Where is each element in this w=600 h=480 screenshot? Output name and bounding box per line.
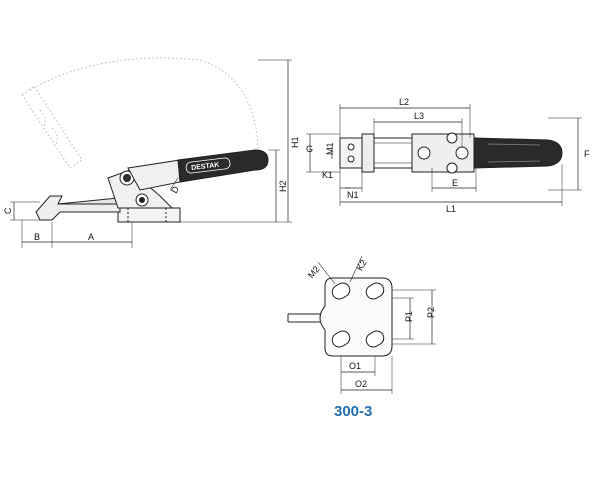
label-h2: H2 xyxy=(278,180,288,192)
label-p1: P1 xyxy=(404,311,414,322)
handle-ghost-grip xyxy=(39,109,58,145)
lock-knob-inner xyxy=(123,174,131,182)
grip-ridge-1 xyxy=(487,143,541,146)
pivot-pin-inner xyxy=(139,197,145,203)
handle-swing-arc xyxy=(29,57,259,161)
base-plate xyxy=(117,207,181,223)
pin-left xyxy=(417,146,431,160)
base-view xyxy=(287,255,436,394)
pin-bottom xyxy=(446,162,458,174)
dim-leader-m2 xyxy=(317,261,336,285)
top-view xyxy=(306,104,582,206)
label-l3: L3 xyxy=(414,111,424,121)
slot-bottom-left xyxy=(331,330,351,348)
side-view-labels: H1 H2 C B A D xyxy=(3,136,300,242)
label-g: G xyxy=(306,144,313,154)
model-number: 300-3 xyxy=(334,403,372,420)
label-f: F xyxy=(584,149,590,159)
label-e: E xyxy=(452,178,458,188)
grip-ridge-2 xyxy=(487,160,541,163)
latch-boss xyxy=(361,133,375,173)
top-view-labels: L2 L3 L1 E K1 N1 G M1 F xyxy=(306,97,590,214)
brand-label: DESTAK xyxy=(191,162,220,172)
latch-hole-top xyxy=(347,143,355,151)
label-b: B xyxy=(34,232,40,242)
label-d: D xyxy=(169,184,181,195)
pin-top xyxy=(446,132,458,144)
label-l2: L2 xyxy=(399,97,409,107)
brand-badge xyxy=(185,157,231,174)
label-p2: P2 xyxy=(426,307,436,318)
label-c: C xyxy=(3,207,13,214)
handle-ghost-outline xyxy=(21,85,83,169)
label-h1: H1 xyxy=(290,136,300,148)
label-k2: K2 xyxy=(355,258,369,273)
label-n1: N1 xyxy=(347,190,359,200)
top-handle-grip xyxy=(473,137,563,169)
label-l1: L1 xyxy=(446,204,456,214)
label-a: A xyxy=(88,232,94,242)
latch-hole-bottom xyxy=(347,155,355,163)
label-m2: M2 xyxy=(306,264,322,280)
pin-right xyxy=(455,146,469,160)
slot-bottom-right xyxy=(365,330,385,348)
side-view: DESTAK xyxy=(10,57,292,248)
slot-top-right xyxy=(365,282,385,300)
label-o1: O1 xyxy=(349,361,361,371)
label-o2: O2 xyxy=(355,379,367,389)
label-m1: M1 xyxy=(325,142,335,155)
dim-leader-k2 xyxy=(349,255,363,283)
label-k1: K1 xyxy=(322,170,333,180)
dim-line-d xyxy=(169,177,179,191)
slot-top-left xyxy=(331,282,351,300)
